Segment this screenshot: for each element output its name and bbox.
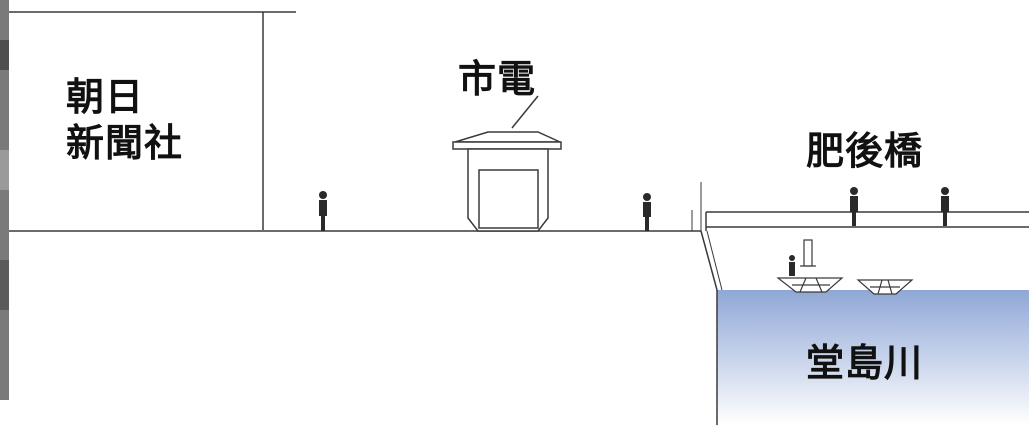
asahi-label-line1: 朝日 [66,75,145,119]
boat-icon [776,239,844,293]
pedestrian-icon [643,193,651,231]
left-photo-strip [0,0,9,400]
higo-bridge-label: 肥後橋 [806,129,924,173]
tram-icon [452,95,562,232]
pedestrian-icon [941,187,949,226]
ground-and-embankment [9,230,723,425]
asahi-label-line2: 新聞社 [66,121,184,165]
boatman-icon [789,255,795,276]
tram-label: 市電 [458,57,537,101]
newspaper-building [9,11,296,230]
boat-icon [856,279,914,295]
pedestrian-icon [319,191,327,231]
pedestrian-icon [850,187,858,226]
dojima-river-label: 堂島川 [806,341,924,385]
asahi-shimbun-label: 朝日 新聞社 [66,74,183,166]
higo-bridge-deck [700,182,1029,231]
river-water [717,290,1029,425]
